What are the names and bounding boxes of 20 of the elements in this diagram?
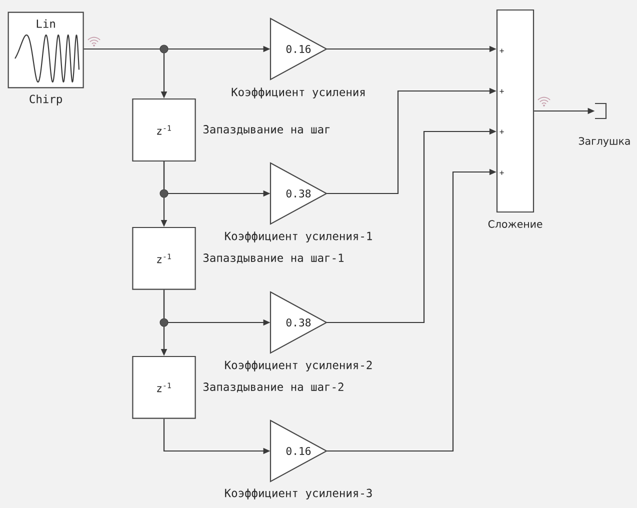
delay-block: z$^{-1}$	[132, 226, 196, 290]
block-label: Запаздывание на шаг-1	[203, 254, 344, 264]
block-label: Коэффициент усиления	[232, 88, 365, 98]
terminator-bracket	[595, 102, 607, 120]
signal-source-block: Lin	[8, 12, 84, 88]
block-label: Заглушка	[578, 137, 630, 147]
block-label: Запаздывание на шаг	[203, 125, 330, 135]
block-label: Коэффициент усиления-1	[225, 232, 372, 242]
block-label: Chirp	[30, 94, 62, 106]
block-label: Коэффициент усиления-2	[225, 360, 372, 372]
block-label: Коэффициент усиления-3	[225, 488, 372, 500]
delay-block: z$^{-1}$	[132, 98, 196, 162]
gain-triangle: 0.16	[270, 18, 328, 80]
block-label: Запаздывание на шаг-2	[203, 382, 344, 392]
gain-triangle: 0.38	[270, 162, 328, 225]
delay-block: z$^{-1}$	[132, 356, 196, 419]
gain-triangle: 0.16	[270, 420, 328, 482]
block-label: Сложение	[488, 220, 542, 228]
sum-block: + + + +	[496, 9, 534, 213]
gain-triangle: 0.38	[270, 291, 328, 354]
